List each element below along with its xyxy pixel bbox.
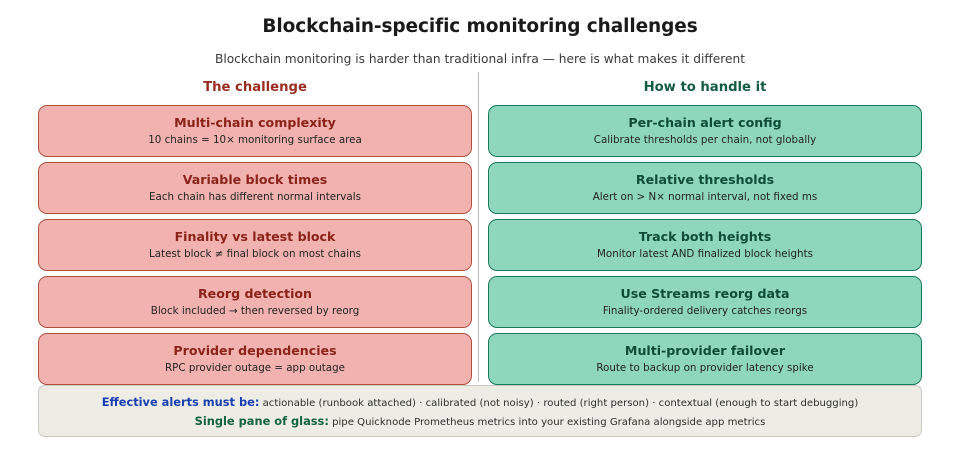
handling-card-subtitle: Monitor latest AND finalized block heigh… bbox=[597, 248, 813, 261]
footer-row-glass: Single pane of glass: pipe Quicknode Pro… bbox=[195, 414, 766, 428]
page-title: Blockchain-specific monitoring challenge… bbox=[262, 16, 698, 37]
challenge-card-title: Multi-chain complexity bbox=[174, 115, 336, 131]
handling-card: Relative thresholds Alert on > N× normal… bbox=[488, 162, 922, 214]
challenge-card: Reorg detection Block included → then re… bbox=[38, 276, 472, 328]
page-subtitle: Blockchain monitoring is harder than tra… bbox=[214, 52, 746, 66]
challenge-card-title: Provider dependencies bbox=[173, 343, 337, 359]
challenge-card: Multi-chain complexity 10 chains = 10× m… bbox=[38, 105, 472, 157]
column-heading-handle: How to handle it bbox=[643, 80, 767, 95]
handling-card-title: Relative thresholds bbox=[635, 172, 775, 188]
handling-card-subtitle: Calibrate thresholds per chain, not glob… bbox=[593, 134, 817, 147]
column-divider bbox=[478, 72, 479, 382]
handling-card-subtitle: Finality-ordered delivery catches reorgs bbox=[602, 305, 808, 318]
challenge-card-subtitle: 10 chains = 10× monitoring surface area bbox=[148, 134, 362, 147]
handling-column: Per-chain alert config Calibrate thresho… bbox=[488, 105, 922, 385]
handling-card-subtitle: Alert on > N× normal interval, not fixed… bbox=[592, 191, 818, 204]
handling-card-title: Per-chain alert config bbox=[628, 115, 782, 131]
footer-alerts-text: actionable (runbook attached) · calibrat… bbox=[262, 397, 859, 409]
footer-glass-label: Single pane of glass: bbox=[194, 413, 329, 428]
footer-glass-text: pipe Quicknode Prometheus metrics into y… bbox=[332, 416, 766, 428]
challenge-card-subtitle: Each chain has different normal interval… bbox=[149, 191, 361, 204]
challenge-card-title: Variable block times bbox=[182, 172, 328, 188]
footer-alerts-label: Effective alerts must be: bbox=[101, 394, 260, 409]
footer-callout: Effective alerts must be: actionable (ru… bbox=[38, 385, 922, 437]
handling-card-title: Use Streams reorg data bbox=[620, 286, 790, 302]
handling-card-title: Multi-provider failover bbox=[624, 343, 786, 359]
column-heading-challenge: The challenge bbox=[203, 80, 307, 95]
challenge-card-subtitle: Block included → then reversed by reorg bbox=[150, 305, 360, 318]
challenge-card-subtitle: RPC provider outage = app outage bbox=[165, 362, 345, 375]
handling-card: Per-chain alert config Calibrate thresho… bbox=[488, 105, 922, 157]
handling-card-title: Track both heights bbox=[638, 229, 772, 245]
challenge-card-title: Finality vs latest block bbox=[174, 229, 336, 245]
challenge-card: Variable block times Each chain has diff… bbox=[38, 162, 472, 214]
handling-card-subtitle: Route to backup on provider latency spik… bbox=[596, 362, 814, 375]
challenge-card-subtitle: Latest block ≠ final block on most chain… bbox=[149, 248, 361, 261]
challenge-card: Finality vs latest block Latest block ≠ … bbox=[38, 219, 472, 271]
footer-row-alerts: Effective alerts must be: actionable (ru… bbox=[102, 395, 859, 409]
handling-card: Use Streams reorg data Finality-ordered … bbox=[488, 276, 922, 328]
challenge-card: Provider dependencies RPC provider outag… bbox=[38, 333, 472, 385]
handling-card: Track both heights Monitor latest AND fi… bbox=[488, 219, 922, 271]
challenge-column: Multi-chain complexity 10 chains = 10× m… bbox=[38, 105, 472, 385]
handling-card: Multi-provider failover Route to backup … bbox=[488, 333, 922, 385]
challenge-card-title: Reorg detection bbox=[197, 286, 313, 302]
